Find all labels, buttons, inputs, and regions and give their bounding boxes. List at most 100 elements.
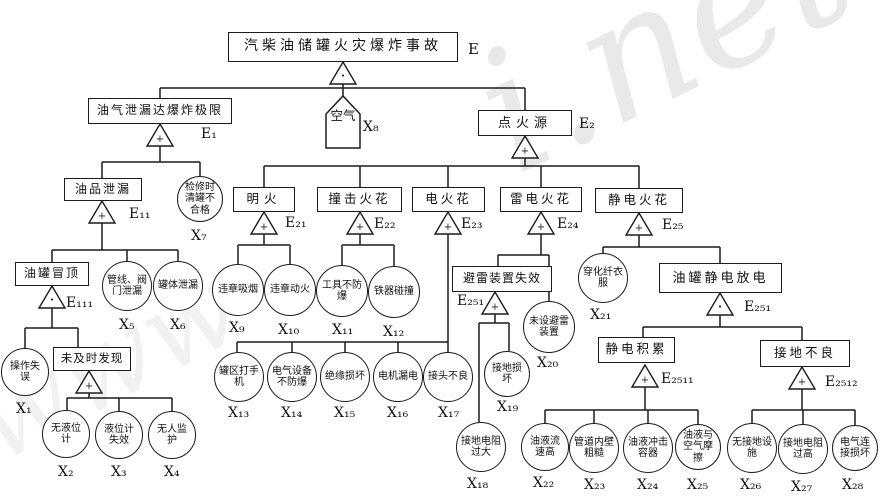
- code-x5: X₅: [119, 317, 135, 333]
- code-e11: E₁₁: [129, 206, 151, 222]
- node-x12-iron-collision: 铁器碰撞: [368, 266, 420, 318]
- wire-top: [159, 84, 526, 110]
- wire-e251a: [478, 314, 510, 422]
- node-x18-grounding-resistance-too-high: 接地电阻过大: [456, 422, 506, 472]
- node-e251b-tank-static-discharge: 油罐静电放电: [659, 263, 782, 293]
- code-x9: X₉: [229, 320, 245, 336]
- house-event-air: [325, 94, 361, 149]
- node-x4-no-supervision: 无人监护: [148, 411, 196, 459]
- wire-e2512: [751, 389, 856, 425]
- code-x17: X₁₇: [438, 405, 460, 421]
- code-x2: X₂: [58, 464, 74, 480]
- code-x24: X₂₄: [637, 477, 659, 493]
- gate-e111-and-symbol: ·: [49, 290, 54, 309]
- wire-noticed: [66, 393, 173, 411]
- gate-e2-or: [510, 134, 540, 159]
- node-x3-level-gauge-failure: 液位计失效: [95, 411, 143, 459]
- node-x19-grounding-damage: 接地损坏: [484, 351, 530, 397]
- node-x6-tank-body-leak: 罐体泄漏: [153, 261, 203, 311]
- wire-e11: [51, 223, 179, 262]
- code-x20: X₂₀: [537, 355, 559, 371]
- code-e251a: E₂₅₁: [457, 293, 485, 309]
- node-e25-static-spark: 静电火花: [595, 188, 683, 213]
- node-x25-oil-air-friction: 油液与空气摩擦: [675, 424, 721, 470]
- node-x1-operation-error: 操作失误: [1, 348, 49, 396]
- node-x9-illegal-smoking: 违章吸烟: [212, 264, 264, 316]
- node-e111-tank-overflow: 油罐冒顶: [15, 262, 89, 286]
- wire-e1: [101, 146, 201, 178]
- gate-e2512-or: [787, 365, 817, 390]
- gate-e2512-or-symbol: +: [798, 377, 806, 388]
- node-e24-lightning-spark: 雷电火花: [500, 187, 582, 212]
- wire-e2511: [544, 387, 699, 424]
- node-e2-ignition-source: 点火源: [478, 110, 572, 136]
- node-x24-oil-impacts-vessel: 油液冲击容器: [623, 423, 673, 473]
- node-x11-non-explosionproof-tools: 工具不防爆: [316, 265, 368, 317]
- code-e1: E₁: [201, 126, 217, 142]
- node-x16-motor-leakage: 电机漏电: [373, 352, 423, 402]
- gate-e251b-and: [705, 291, 735, 316]
- code-x10: X₁₀: [278, 322, 300, 338]
- code-x25: X₂₅: [687, 477, 709, 493]
- node-x2-no-level-gauge: 无液位计: [42, 410, 90, 458]
- code-e25: E₂₅: [662, 217, 684, 233]
- gate-e11-or: [87, 199, 117, 224]
- node-x10-illegal-hot-work: 违章动火: [264, 264, 316, 316]
- node-e1-vapor-leak-explosive-limit: 油气泄漏达爆炸极限: [88, 98, 232, 124]
- code-e2512: E₂₅₁₂: [825, 374, 858, 390]
- gate-e251a-or-symbol: +: [491, 302, 499, 313]
- code-x18: X₁₈: [467, 476, 489, 492]
- code-x4: X₄: [164, 464, 180, 480]
- node-x27-grounding-resistance-high: 接地电阻过高: [778, 424, 828, 474]
- node-x17-bad-joint: 接头不良: [423, 352, 473, 402]
- code-e21: E₂₁: [285, 215, 307, 231]
- wire-e25: [602, 235, 721, 263]
- node-x23-rough-pipe-wall: 管道内壁粗糙: [569, 423, 619, 473]
- node-x7-tank-cleaning-unqualified: 检修时清罐不合格: [177, 176, 223, 222]
- node-x14-non-explosionproof-equipment: 电气设备不防爆: [267, 352, 317, 402]
- wire-e111: [24, 308, 79, 348]
- node-x5-pipeline-valve-leak: 管线、阀门泄漏: [102, 261, 152, 311]
- wire-e21: [237, 234, 291, 264]
- code-x16: X₁₆: [387, 405, 409, 421]
- node-x26-no-grounding-facility: 无接地设施: [727, 423, 777, 473]
- code-x14: X₁₄: [281, 405, 303, 421]
- gate-e1-or-symbol: +: [156, 134, 164, 145]
- code-x1: X₁: [16, 401, 32, 417]
- code-x26: X₂₆: [740, 477, 762, 493]
- code-e22: E₂₂: [374, 216, 396, 232]
- code-x3: X₃: [111, 464, 127, 480]
- node-e251a-lightning-protection-failure: 避雷装置失效: [452, 266, 552, 292]
- gate-e251b-and-symbol: ·: [717, 297, 722, 316]
- gate-e1-or: [145, 122, 175, 147]
- code-e2: E₂: [579, 116, 595, 132]
- gate-e25-or-symbol: +: [635, 223, 643, 234]
- gate-e23-or-symbol: +: [444, 222, 452, 233]
- code-x12: X₁₂: [383, 324, 405, 340]
- node-x21-synthetic-clothing: 穿化纤衣服: [578, 253, 628, 303]
- gate-e2-or-symbol: +: [521, 146, 529, 157]
- gate-e251a-or: [480, 290, 510, 315]
- gate-noticed-or: [74, 369, 104, 394]
- wire-e23: [236, 234, 449, 352]
- node-e23-electric-spark: 电火花: [412, 187, 485, 212]
- node-top-event: 汽柴油储罐火灾爆炸事故: [228, 32, 458, 62]
- node-x13-phone-in-tank-area: 罐区打手机: [214, 352, 264, 402]
- code-e111: E₁₁₁: [66, 295, 94, 311]
- code-e23: E₂₃: [461, 216, 483, 232]
- code-top-event: E: [468, 40, 479, 58]
- gate-top-and: [328, 60, 358, 85]
- gate-e22-or-symbol: +: [356, 222, 364, 233]
- gate-e21-or: [249, 210, 279, 235]
- code-x27: X₂₇: [791, 479, 813, 495]
- node-e2512-poor-grounding: 接地不良: [760, 340, 850, 367]
- code-x8: X₈: [363, 119, 379, 135]
- gate-e111-and: [37, 284, 67, 309]
- code-x19: X₁₉: [497, 399, 519, 415]
- wire-e251b: [642, 315, 803, 340]
- gate-e22-or: [345, 210, 375, 235]
- node-e11-oil-leak: 油品泄漏: [64, 178, 142, 201]
- gate-e24-or: [526, 210, 556, 235]
